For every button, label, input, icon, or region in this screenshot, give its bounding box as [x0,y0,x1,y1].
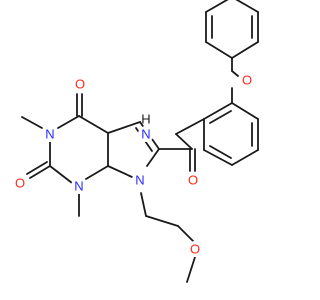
bond-c2-o-b [26,161,48,175]
atom-h-amide: H [141,112,150,127]
bond-o-ar2 [231,70,239,77]
atom-o-c4: O [75,77,85,92]
bond-n7-c7a [107,165,133,178]
bond-n1-c2 [49,165,73,184]
bond-ar1-5 [203,149,233,166]
bond-n-aryl [175,118,205,135]
atom-n-pyrrole: N [135,173,144,188]
bonds [21,0,259,283]
atom-n3: N [45,127,54,142]
bond-camide-n [175,133,193,150]
bond-ch2-o [177,225,196,244]
bond-c7a-n1 [85,165,109,180]
bond-ar1-4 [231,149,259,166]
bond-n7-ch2 [140,192,147,217]
bond-ar1-2 [231,102,259,120]
atom-labels: O O N N N O O N H O [12,72,255,257]
bond-n3-c4 [57,115,80,129]
atom-n1: N [74,179,83,194]
atom-o-phenoxy: O [242,73,252,88]
bond-ar1-d3 [209,145,232,159]
bond-ar2-7 [205,0,229,13]
bond-o-ch3 [186,256,196,283]
bond-c2-o-a [29,165,51,179]
structure-canvas: O O N N N O O N H O [12,0,259,283]
bond-ar1-d1 [209,110,232,124]
bond-ar1-1 [203,102,233,120]
bond-n3-methyl [21,116,43,129]
molecule-structure: O O N N N O O N H O [12,0,259,283]
bond-ar2-2 [231,41,259,59]
atom-o-c2: O [15,176,25,191]
bond-c6-n7 [146,148,160,167]
bond-c4a-c5 [107,121,141,134]
bond-c4-c4a [78,115,109,134]
atom-n-amide: N [141,127,150,142]
bond-ch2-ch2 [145,215,179,227]
atom-o-amide: O [188,173,198,188]
bond-ar2-5 [205,41,233,59]
bond-ar2-4 [235,0,259,13]
atom-o-ether-chain: O [190,242,200,257]
